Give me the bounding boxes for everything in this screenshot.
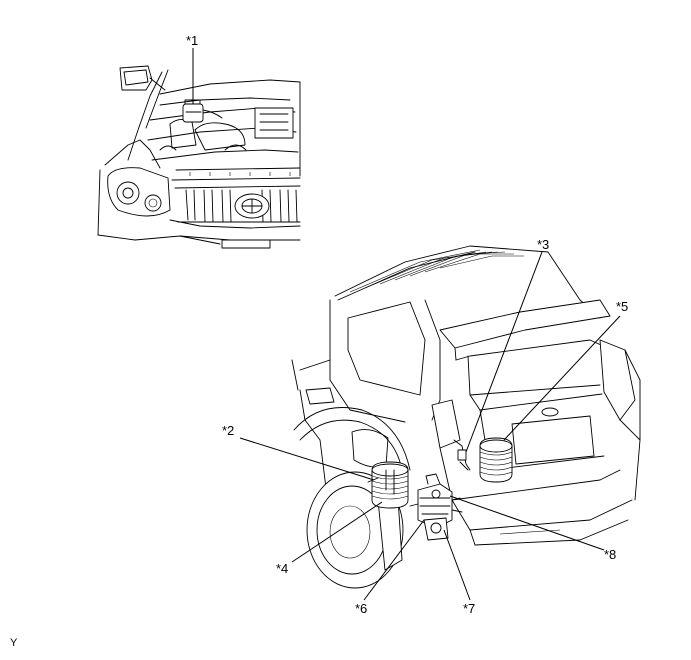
- callout-1: *1: [186, 33, 199, 48]
- callout-3: *3: [537, 237, 550, 252]
- callout-6: *6: [355, 601, 368, 616]
- leader-6: [363, 519, 425, 601]
- valve-assembly: [409, 473, 463, 541]
- corner-mark: Y: [10, 637, 18, 649]
- leader-7: [443, 529, 471, 601]
- front-vehicle-view: [97, 65, 301, 249]
- leader-8: [449, 495, 605, 551]
- leader-4: [291, 501, 383, 563]
- callout-8: *8: [604, 547, 617, 562]
- callout-7: *7: [463, 601, 476, 616]
- callout-5: *5: [616, 299, 629, 314]
- left-air-spring: [367, 461, 409, 509]
- leader-5: [503, 315, 621, 441]
- callout-2: *2: [222, 423, 235, 438]
- right-air-spring: [479, 437, 513, 483]
- callout-4: *4: [276, 561, 289, 576]
- leader-3: [465, 251, 543, 453]
- leader-2: [239, 437, 375, 481]
- rear-vehicle-view: [291, 245, 641, 589]
- height-control-sensor: [453, 439, 471, 471]
- leader-lines: [192, 48, 621, 601]
